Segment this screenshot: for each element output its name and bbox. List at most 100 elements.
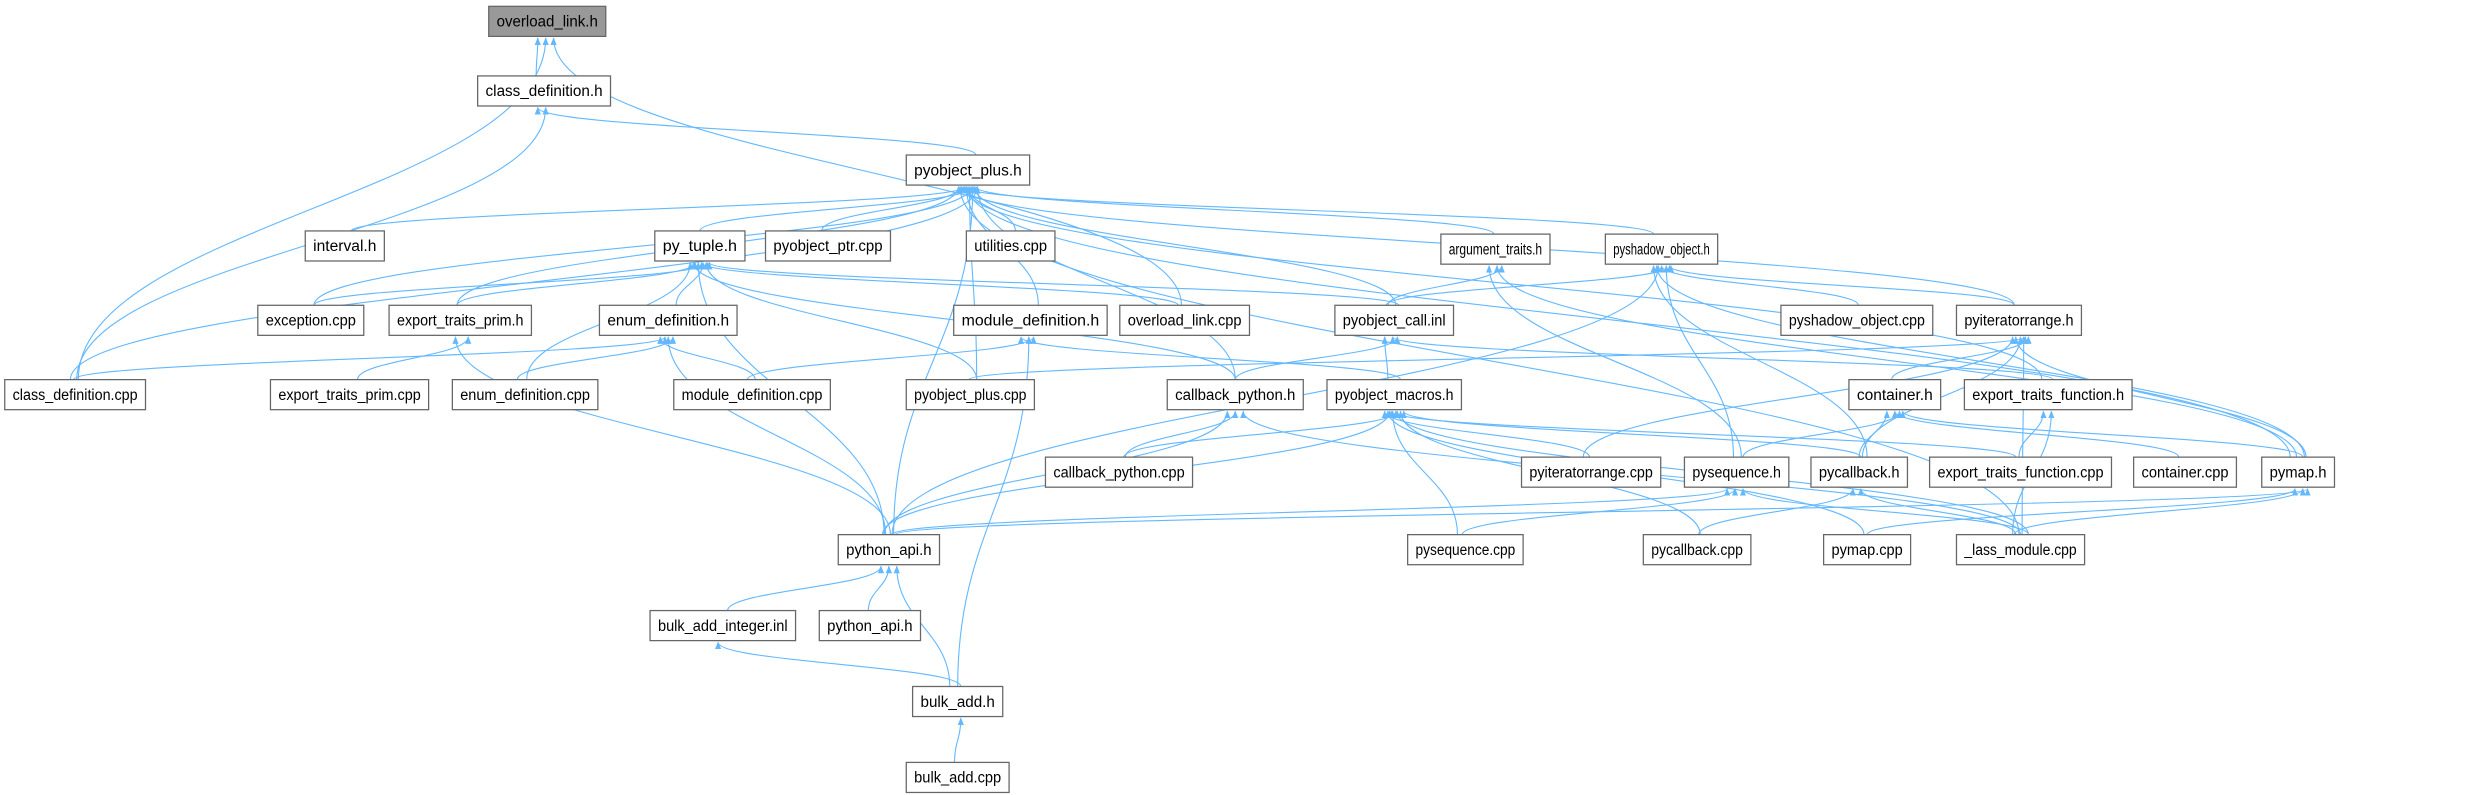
dependency-edge-pyobject_ptr_cpp-to-pyobject_plus_h [821, 185, 964, 232]
node-label: exception.cpp [266, 313, 356, 330]
node-label: class_definition.h [486, 83, 603, 100]
node-label: class_definition.cpp [13, 387, 138, 404]
graph-node-pyobject_call_inl[interactable]: pyobject_call.inl [1334, 304, 1455, 336]
graph-node-enum_definition_h[interactable]: enum_definition.h [598, 304, 738, 336]
graph-node-exception_cpp[interactable]: exception.cpp [257, 304, 365, 336]
node-box [1810, 456, 1909, 488]
dependency-edge-pyshadow_object_cpp-to-pyshadow_object_h [1658, 264, 1859, 306]
graph-node-argument_traits_h[interactable]: argument_traits.h [1440, 233, 1551, 265]
dependency-edge-callback_python_cpp-to-callback_python_h [1124, 410, 1239, 458]
graph-node-pymap_h[interactable]: pymap.h [2261, 456, 2336, 488]
graph-node-interval_h[interactable]: interval.h [304, 230, 385, 262]
dependency-edge-pyiteratorrange_cpp-to-pyiteratorrange_h [1582, 336, 2016, 458]
dependency-edge-bulk_add_cpp-to-bulk_add_h [953, 717, 964, 763]
graph-node-callback_python_h[interactable]: callback_python.h [1166, 378, 1304, 411]
graph-node-pyobject_plus_cpp[interactable]: pyobject_plus.cpp [905, 378, 1036, 411]
node-box [905, 154, 1031, 186]
node-label: export_traits_prim.h [397, 313, 524, 330]
graph-node-callback_python_cpp[interactable]: callback_python.cpp [1044, 456, 1194, 488]
dependency-edge-pysequence_cpp-to-pyobject_macros_h [1389, 410, 1459, 535]
graph-node-python_api_h[interactable]: python_api.h [837, 534, 941, 566]
node-box [388, 304, 533, 336]
dependency-edge-pycallback_h-to-container_h [1858, 410, 1890, 458]
dependency-edge-pyobject_plus_cpp-to-pyobject_plus_h [966, 185, 978, 380]
graph-node-module_definition_cpp[interactable]: module_definition.cpp [673, 378, 831, 411]
graph-node-bulk_add_h[interactable]: bulk_add.h [911, 685, 1004, 718]
graph-node-pyshadow_object_h[interactable]: pyshadow_object.h [1604, 233, 1719, 265]
node-label: argument_traits.h [1449, 241, 1542, 258]
dependency-edge-pyobject_plus_cpp-to-pyiteratorrange_h [968, 336, 2028, 381]
dependency-edge-pymap_cpp-to-pymap_h [1866, 487, 2298, 536]
dependency-edge-pycallback_h-to-pyobject_macros_h [1400, 410, 1862, 458]
graph-node-python_api_h_2[interactable]: python_api.h [818, 609, 922, 642]
dependency-edge-pycallback_h-to-pyiteratorrange_h [1861, 336, 2024, 458]
graph-node-pysequence_h[interactable]: pysequence.h [1683, 456, 1790, 488]
graph-node-pyiteratorrange_cpp[interactable]: pyiteratorrange.cpp [1520, 456, 1662, 488]
dependency-edge-callback_python_cpp-to-pyobject_macros_h [1123, 410, 1401, 458]
dependency-edge-python_api_h-to-export_traits_prim_h [452, 336, 892, 535]
graph-node-bulk_add_cpp[interactable]: bulk_add.cpp [905, 761, 1010, 794]
dependency-edge-pyshadow_object_h-to-pyobject_plus_h [960, 185, 1655, 235]
dependency-edge-export_traits_function_cpp-to-pyobject_macros_h [1388, 410, 2017, 458]
dependency-edge-pysequence_h-to-argument_traits_h [1486, 264, 1742, 458]
graph-node-container_cpp[interactable]: container.cpp [2132, 456, 2238, 488]
node-box [1604, 233, 1719, 265]
dependency-edge-pymap_h-to-container_h [1899, 410, 2304, 458]
graph-node-export_traits_prim_h[interactable]: export_traits_prim.h [388, 304, 533, 336]
graph-node-class_definition_h[interactable]: class_definition.h [477, 75, 612, 107]
node-box [905, 378, 1036, 411]
graph-node-container_h[interactable]: container.h [1848, 378, 1942, 411]
node-box [1119, 304, 1251, 336]
dependency-edge-exception_cpp-to-py_tuple_h [313, 261, 711, 306]
graph-node-module_definition_h[interactable]: module_definition.h [953, 304, 1108, 336]
graph-node-lass_module_cpp[interactable]: _lass_module.cpp [1955, 534, 2086, 566]
graph-node-overload_link_h[interactable]: overload_link.h [488, 5, 607, 38]
graph-node-pyobject_plus_h[interactable]: pyobject_plus.h [905, 154, 1031, 186]
node-label: python_api.h [846, 542, 931, 559]
node-box [818, 609, 922, 642]
dependency-edge-export_traits_function_h-to-pyobject_plus_h [961, 185, 2043, 380]
dependency-edge-interval_h-to-pyobject_plus_h [350, 185, 968, 232]
graph-node-pyobject_ptr_cpp[interactable]: pyobject_ptr.cpp [764, 230, 892, 262]
node-label: enum_definition.h [607, 313, 729, 330]
dependency-edge-pysequence_h-to-container_h [1742, 410, 1903, 458]
graph-node-export_traits_prim_cpp[interactable]: export_traits_prim.cpp [269, 378, 430, 411]
node-box [1440, 233, 1551, 265]
graph-node-pycallback_h[interactable]: pycallback.h [1810, 456, 1909, 488]
node-box [1520, 456, 1662, 488]
graph-node-pyiteratorrange_h[interactable]: pyiteratorrange.h [1955, 304, 2083, 336]
node-box [598, 304, 738, 336]
graph-node-class_definition_cpp[interactable]: class_definition.cpp [4, 378, 147, 411]
graph-node-enum_definition_cpp[interactable]: enum_definition.cpp [451, 378, 599, 411]
graph-node-overload_link_cpp[interactable]: overload_link.cpp [1119, 304, 1251, 336]
node-box [1683, 456, 1790, 488]
node-label: pyshadow_object.h [1613, 241, 1709, 258]
graph-node-py_tuple_h[interactable]: py_tuple.h [654, 230, 746, 262]
graph-node-pycallback_cpp[interactable]: pycallback.cpp [1642, 534, 1752, 566]
node-label: pyobject_macros.h [1335, 387, 1454, 404]
node-label: bulk_add.h [921, 694, 995, 711]
graph-node-utilities_cpp[interactable]: utilities.cpp [965, 230, 1056, 262]
graph-node-export_traits_function_cpp[interactable]: export_traits_function.cpp [1928, 456, 2113, 488]
dependency-edge-pyobject_plus_h-to-class_definition_h [534, 106, 977, 156]
graph-node-bulk_add_integer_inl[interactable]: bulk_add_integer.inl [649, 609, 797, 642]
graph-node-pysequence_cpp[interactable]: pysequence.cpp [1407, 534, 1524, 566]
graph-node-export_traits_function_h[interactable]: export_traits_function.h [1963, 378, 2133, 411]
graph-node-pyobject_macros_h[interactable]: pyobject_macros.h [1326, 378, 1463, 411]
dependency-edge-exception_cpp-to-pyobject_plus_h [313, 185, 975, 306]
node-label: _lass_module.cpp [1964, 542, 2077, 559]
node-label: pyshadow_object.cpp [1789, 313, 1925, 330]
node-label: overload_link.h [497, 14, 598, 31]
node-box [1963, 378, 2133, 411]
dependency-edge-pycallback_cpp-to-pycallback_h [1698, 487, 1856, 535]
node-label: pymap.h [2270, 464, 2327, 481]
graph-node-pymap_cpp[interactable]: pymap.cpp [1822, 534, 1912, 566]
dependency-edge-bulk_add_integer_inl-to-python_api_h [726, 565, 885, 611]
nodes-layer: overload_link.h class_definition.hpyobjec… [4, 5, 2336, 794]
node-box [953, 304, 1108, 336]
dependency-edge-python_api_h_2-to-python_api_h [867, 565, 892, 611]
node-box [1848, 378, 1942, 411]
graph-node-pyshadow_object_cpp[interactable]: pyshadow_object.cpp [1780, 304, 1934, 336]
node-box [1955, 534, 2086, 566]
dependency-edge-bulk_add_h-to-bulk_add_integer_inl [715, 641, 962, 687]
